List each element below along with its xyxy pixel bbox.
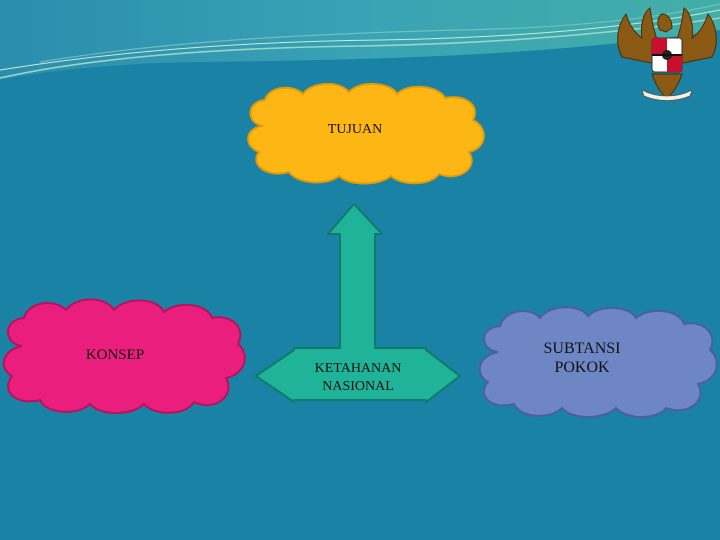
garuda-emblem-icon bbox=[617, 7, 717, 101]
cloud-subtansi-pokok bbox=[478, 306, 718, 418]
subtansi-line-1: SUBTANSI bbox=[543, 340, 621, 357]
cloud-tujuan bbox=[247, 83, 485, 185]
center-node-label: KETAHANAN NASIONAL bbox=[288, 360, 428, 395]
cloud-subtansi-pokok-label: SUBTANSI POKOK bbox=[527, 339, 637, 377]
ketahanan-line-2: NASIONAL bbox=[322, 378, 394, 394]
ketahanan-line-1: KETAHANAN bbox=[314, 361, 402, 376]
cloud-konsep-label: KONSEP bbox=[85, 347, 145, 363]
cloud-konsep bbox=[2, 298, 246, 414]
header-wave-decoration bbox=[0, 0, 720, 80]
subtansi-line-2: POKOK bbox=[554, 359, 610, 377]
cloud-tujuan-label: TUJUAN bbox=[327, 122, 383, 137]
tri-direction-arrow bbox=[255, 203, 461, 403]
